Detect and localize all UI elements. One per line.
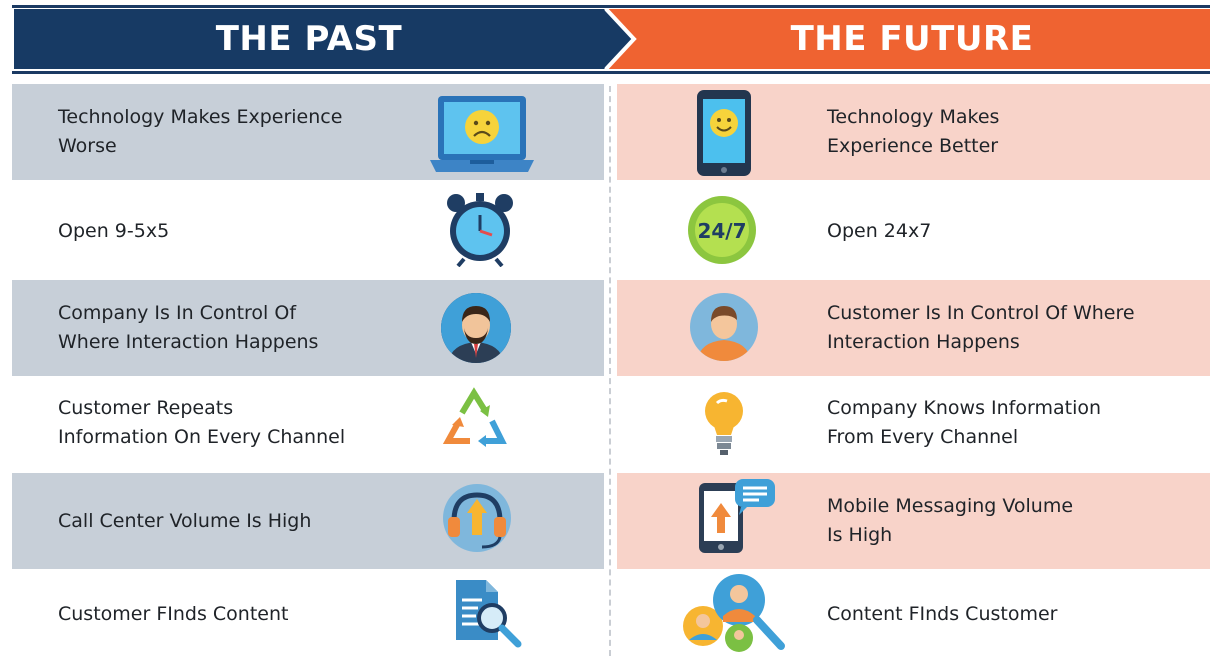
24-7-badge-icon: 24/7 — [687, 195, 757, 265]
recycle-arrows-icon — [440, 385, 510, 455]
past-row-3: Company Is In Control Of Where Interacti… — [12, 280, 604, 376]
future-row-5: Mobile Messaging Volume Is High — [617, 473, 1210, 569]
past-row-text: Company Is In Control Of Where Interacti… — [58, 302, 319, 353]
future-row-text: Content FInds Customer — [827, 602, 1058, 625]
mobile-message-icon — [697, 479, 777, 553]
future-row-text: Mobile Messaging Volume Is High — [827, 495, 1074, 546]
future-row-1: Technology Makes Experience Better — [617, 84, 1210, 180]
document-search-icon — [452, 576, 524, 650]
past-row-text: Customer Repeats Information On Every Ch… — [58, 397, 346, 448]
banner-top-rule — [12, 5, 1210, 8]
future-row-text: Technology Makes Experience Better — [827, 106, 1000, 157]
customer-avatar-icon — [689, 292, 759, 362]
future-row-text: Open 24x7 — [827, 219, 932, 242]
24-7-badge-label: 24/7 — [697, 219, 746, 243]
past-row-text: Customer FInds Content — [58, 602, 289, 625]
phone-happy-face-icon — [695, 90, 753, 176]
past-row-text: Call Center Volume Is High — [58, 509, 312, 532]
lightbulb-icon — [699, 389, 749, 457]
header-banner — [14, 9, 1210, 69]
past-title: THE PAST — [215, 19, 403, 59]
future-row-3: Customer Is In Control Of Where Interact… — [617, 280, 1210, 376]
future-row-4: Company Knows Information From Every Cha… — [617, 375, 1210, 471]
past-row-text: Open 9-5x5 — [58, 219, 170, 242]
laptop-sad-face-icon — [430, 94, 534, 176]
alarm-clock-icon — [444, 191, 516, 267]
past-row-text: Technology Makes Experience Worse — [58, 106, 343, 157]
past-row-2: Open 9-5x5 — [12, 183, 604, 279]
businessman-avatar-icon — [440, 292, 512, 364]
future-row-2: 24/7 Open 24x7 — [617, 183, 1210, 279]
banner-bottom-rule — [12, 71, 1210, 74]
future-row-6: Content FInds Customer — [617, 566, 1210, 662]
column-divider — [609, 86, 611, 656]
past-row-5: Call Center Volume Is High — [12, 473, 604, 569]
people-search-icon — [677, 570, 791, 658]
future-row-text: Customer Is In Control Of Where Interact… — [827, 302, 1135, 353]
future-row-text: Company Knows Information From Every Cha… — [827, 397, 1102, 448]
future-title: THE FUTURE — [790, 19, 1034, 59]
past-row-1: Technology Makes Experience Worse — [12, 84, 604, 180]
past-row-6: Customer FInds Content — [12, 566, 604, 662]
past-row-4: Customer Repeats Information On Every Ch… — [12, 375, 604, 471]
headset-icon — [442, 483, 512, 555]
